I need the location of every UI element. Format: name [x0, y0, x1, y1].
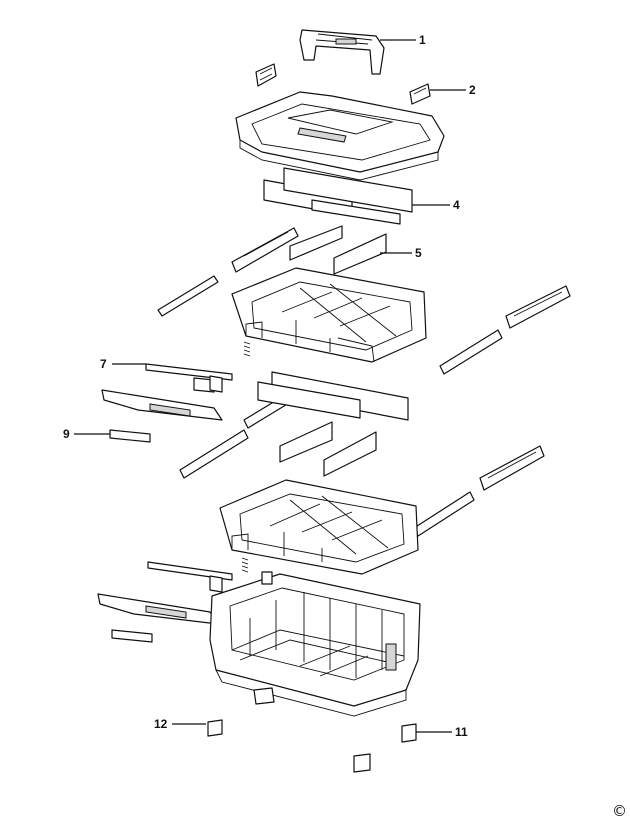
callout-12: 12 [154, 717, 168, 731]
part-drawer-tray-upper [231, 267, 427, 363]
part-rod [145, 363, 233, 393]
part-short-divider-lower [279, 421, 377, 477]
part-foot-center [253, 687, 275, 705]
part-foot-front [353, 753, 371, 773]
part-drawer-tray-lower [219, 479, 419, 575]
part-foot-right [401, 723, 417, 743]
part-runner-upper-left [157, 227, 299, 317]
callout-5: 5 [415, 246, 422, 260]
part-short-divider-upper [289, 225, 387, 275]
part-latch-right [409, 83, 431, 105]
part-handle [299, 29, 385, 75]
part-small-plate [109, 429, 151, 443]
copyright-symbol: © [612, 802, 627, 820]
part-drawer-front-lower [97, 593, 219, 643]
part-runner-lower-right [413, 445, 545, 537]
callout-1: 1 [419, 33, 426, 47]
callout-7: 7 [100, 357, 107, 371]
part-lid [235, 91, 445, 181]
part-foot-left [207, 719, 223, 737]
part-long-divider-lower [257, 371, 409, 421]
part-spring-upper [243, 341, 251, 357]
part-base-unit [209, 571, 421, 717]
part-spring-lower [241, 557, 249, 573]
callout-9: 9 [63, 427, 70, 441]
callout-2: 2 [469, 83, 476, 97]
part-long-divider-upper [263, 167, 413, 225]
part-runner-upper-right [439, 285, 571, 375]
part-rod-lower [147, 561, 233, 593]
part-latch-left [255, 63, 277, 87]
leader-lines [74, 39, 466, 733]
callout-4: 4 [453, 198, 460, 212]
callout-11: 11 [455, 725, 468, 739]
